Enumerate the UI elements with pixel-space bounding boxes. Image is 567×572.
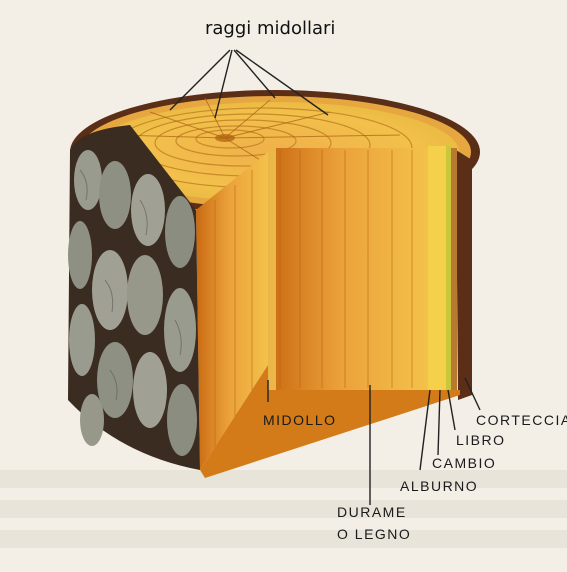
alburno-label: ALBURNO	[400, 478, 478, 494]
outer-bark-edge	[456, 150, 472, 400]
durame-label-line1: DURAME	[337, 504, 407, 520]
corteccia-label: CORTECCIA	[476, 412, 567, 428]
raggi-midollari-label: raggi midollari	[205, 18, 335, 39]
libro-label: LIBRO	[456, 432, 506, 448]
cut-wood-face	[196, 146, 460, 478]
cambio-label: CAMBIO	[432, 455, 496, 471]
midollo-label: MIDOLLO	[263, 412, 337, 428]
durame-label-line2: O LEGNO	[337, 526, 411, 542]
